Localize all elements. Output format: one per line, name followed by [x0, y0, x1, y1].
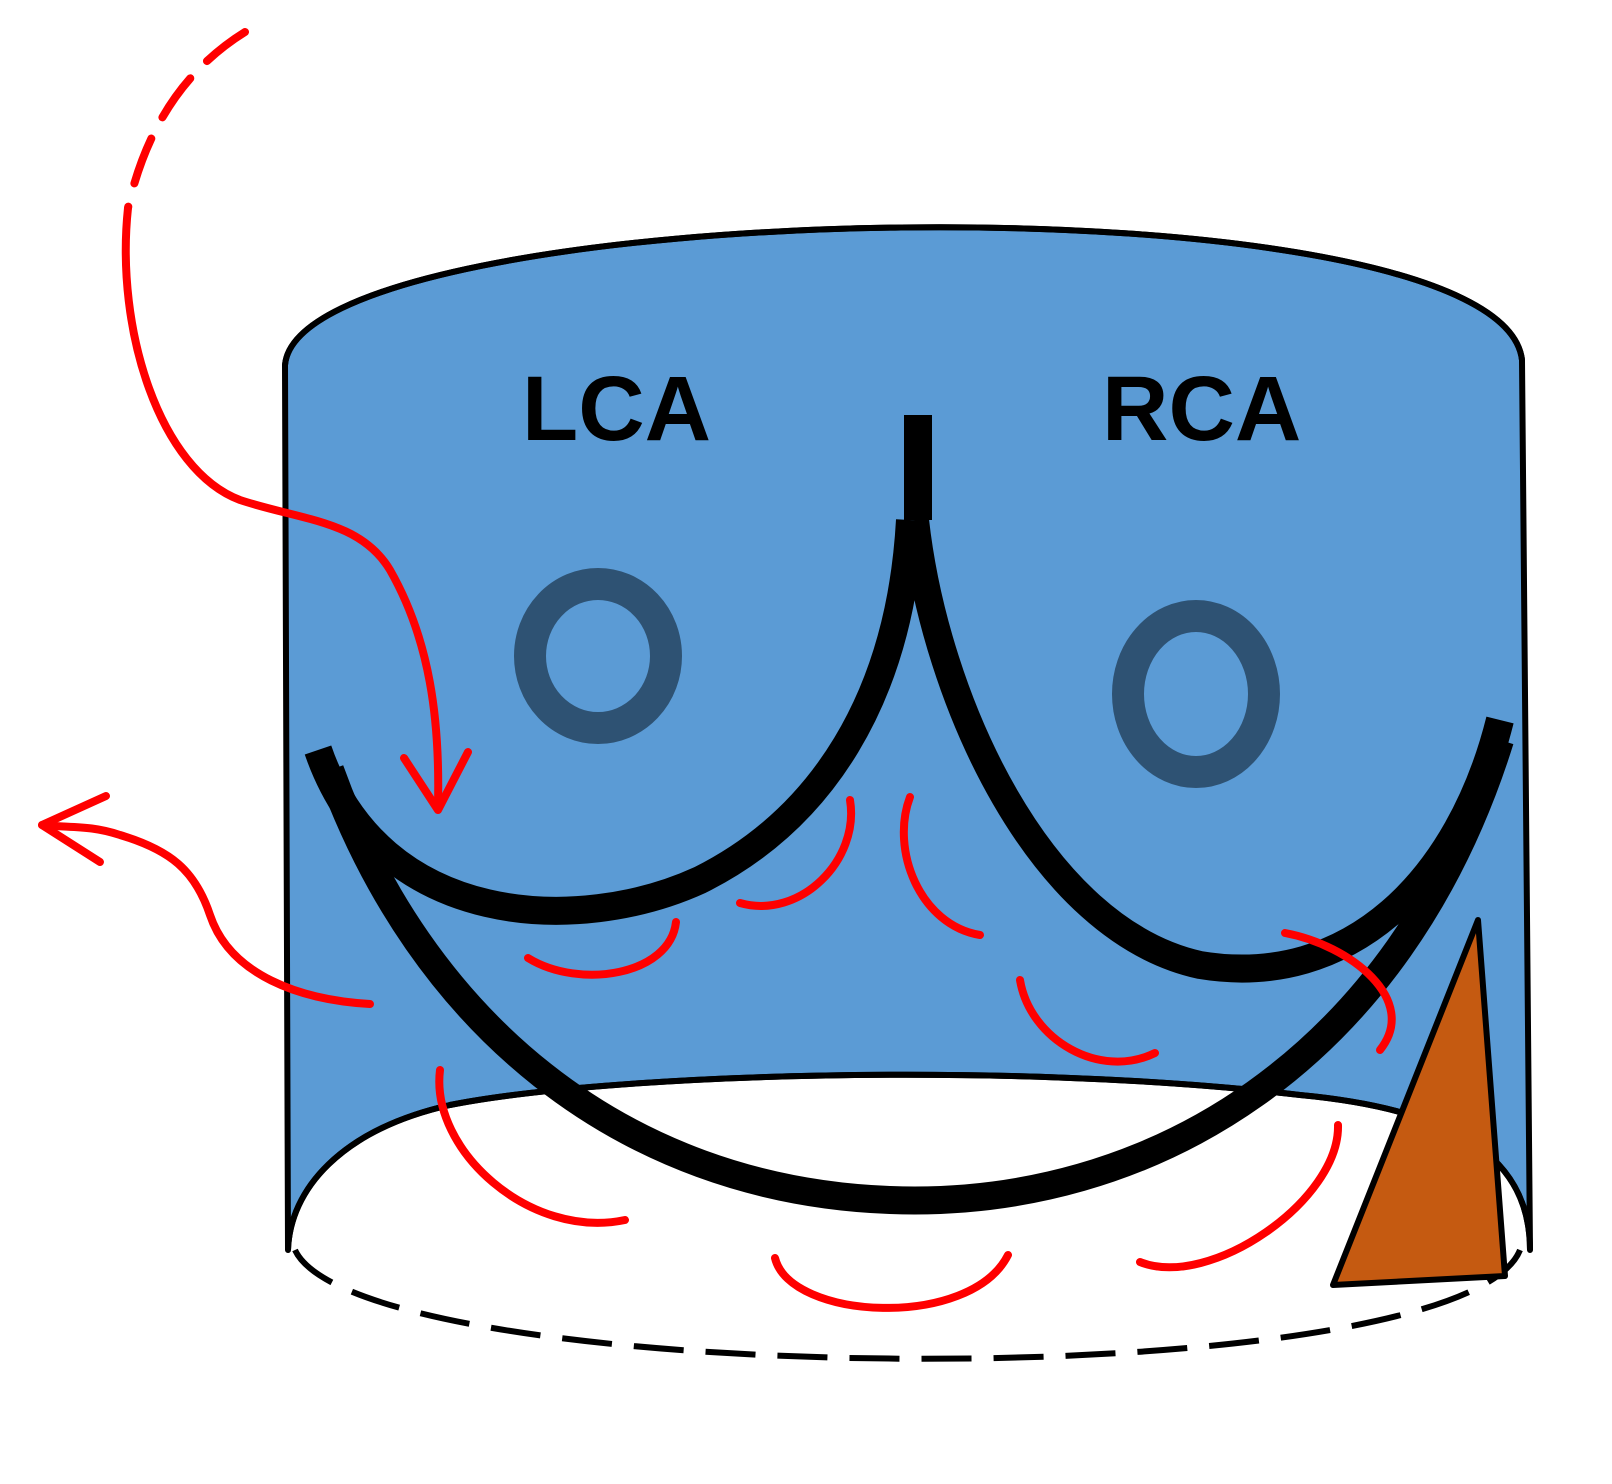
outflow-arrowhead-icon — [38, 792, 110, 866]
root-base-front-edge — [292, 1248, 1523, 1362]
rca-label: RCA — [1102, 358, 1301, 460]
eddy-arc — [771, 1251, 1012, 1312]
lca-label: LCA — [522, 358, 711, 460]
wedge-shape — [1330, 917, 1508, 1288]
inflow-arrow — [121, 204, 443, 809]
root-top-rim — [282, 224, 1525, 366]
outflow-arrow — [38, 821, 374, 1008]
inflow-dashed-tail — [124, 28, 249, 212]
noncoronary-cusp — [316, 735, 1514, 1215]
eddy-arc — [1281, 929, 1396, 1054]
flow-eddies — [435, 793, 1396, 1312]
eddy-arc — [736, 796, 856, 910]
rca-ostium-icon — [1112, 600, 1280, 788]
eddy-arc — [1016, 976, 1159, 1066]
inflow-arrowhead-icon — [400, 748, 472, 814]
eddy-arc — [899, 793, 984, 939]
left-coronary-cusp — [304, 519, 924, 925]
eddy-arc — [1136, 1121, 1343, 1272]
aortic-wall — [282, 224, 1533, 1253]
eddy-arc — [435, 1066, 629, 1227]
eddy-arc — [524, 918, 680, 979]
lca-ostium-icon — [514, 568, 682, 744]
